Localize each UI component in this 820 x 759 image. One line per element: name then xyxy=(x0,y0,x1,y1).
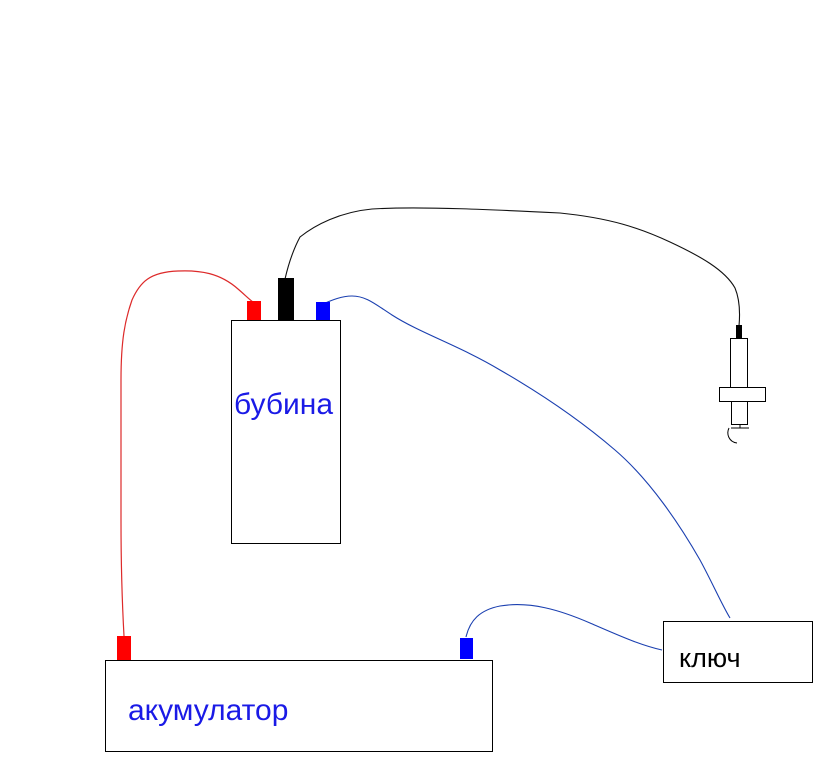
battery-positive-terminal xyxy=(117,636,131,660)
battery-negative-terminal xyxy=(460,638,473,659)
key-label: ключ xyxy=(679,643,741,673)
coil-negative-terminal xyxy=(316,302,330,320)
coil-high-voltage-terminal xyxy=(278,278,294,320)
ignition-key xyxy=(663,621,813,683)
coil-label: бубина xyxy=(234,388,333,421)
battery-negative-wire xyxy=(465,604,663,651)
positive-wire xyxy=(120,270,254,637)
spark-plug-icon xyxy=(719,325,766,444)
high-voltage-wire xyxy=(284,207,741,327)
ignition-coil xyxy=(231,320,341,544)
coil-positive-terminal xyxy=(247,301,261,320)
battery-label: акумулатор xyxy=(128,694,288,727)
ignition-switch-wire xyxy=(322,295,731,619)
battery xyxy=(105,660,493,752)
